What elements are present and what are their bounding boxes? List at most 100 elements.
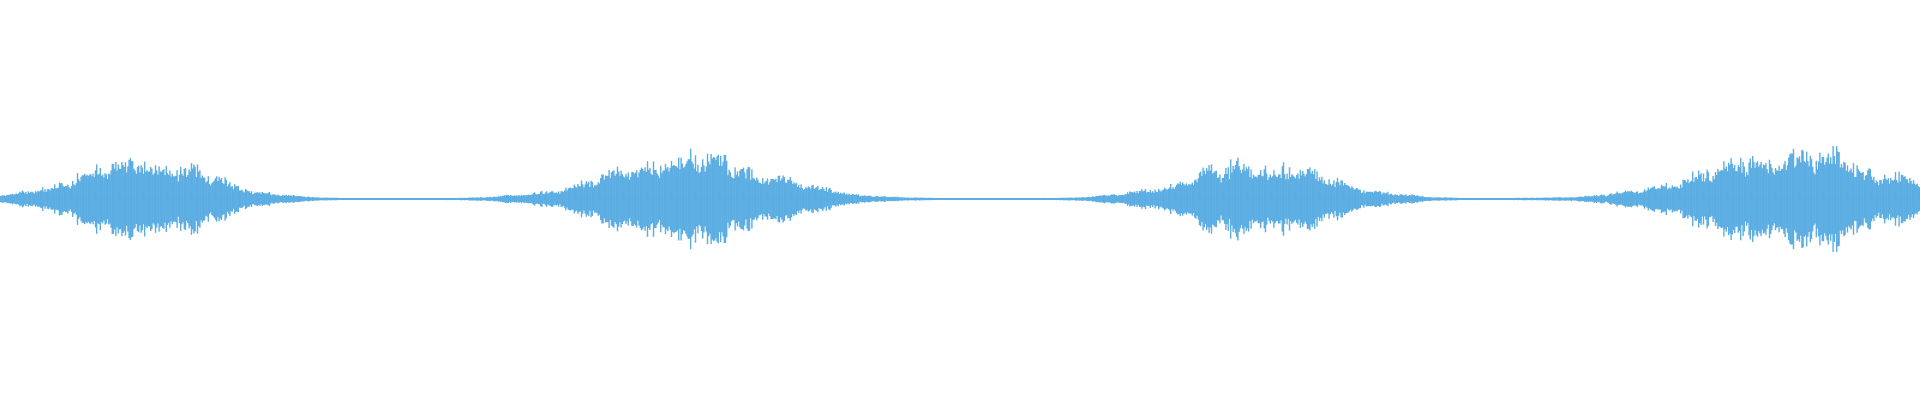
- waveform-sample: [1132, 192, 1135, 206]
- waveform-sample: [704, 171, 706, 227]
- waveform-sample: [90, 174, 92, 224]
- waveform-sample: [1892, 180, 1894, 218]
- waveform-sample: [1405, 194, 1407, 204]
- waveform-sample: [747, 166, 749, 232]
- waveform-sample: [1448, 197, 1450, 201]
- waveform-sample: [1526, 197, 1528, 201]
- waveform-sample: [811, 185, 813, 213]
- waveform-sample: [1783, 164, 1785, 234]
- waveform-sample: [945, 198, 947, 200]
- waveform-sample: [1243, 164, 1245, 234]
- waveform-sample: [1656, 189, 1658, 209]
- waveform-sample: [1159, 190, 1161, 208]
- waveform-sample: [913, 197, 915, 201]
- waveform-sample: [1327, 185, 1329, 214]
- waveform-sample: [288, 195, 290, 203]
- waveform-sample: [381, 198, 383, 200]
- waveform-sample: [1214, 171, 1216, 227]
- waveform-sample: [745, 178, 747, 220]
- waveform-sample: [1852, 163, 1855, 235]
- waveform-sample: [1725, 166, 1727, 232]
- waveform-sample: [921, 197, 923, 201]
- waveform-sample: [1771, 167, 1773, 231]
- waveform-sample: [1828, 163, 1831, 235]
- waveform-sample: [639, 170, 641, 228]
- waveform-sample: [1628, 191, 1630, 207]
- waveform-sample: [58, 182, 61, 216]
- waveform-sample: [1546, 197, 1549, 201]
- waveform-sample: [992, 198, 994, 200]
- waveform-sample: [392, 198, 394, 200]
- waveform-sample: [974, 198, 976, 200]
- waveform-sample: [1455, 197, 1457, 201]
- waveform-sample: [456, 198, 458, 200]
- waveform-sample: [1761, 168, 1763, 230]
- waveform-sample: [1700, 173, 1702, 225]
- waveform-sample: [1639, 193, 1641, 206]
- waveform-sample: [1065, 197, 1067, 201]
- waveform-sample: [162, 170, 164, 228]
- waveform-sample: [1232, 166, 1234, 233]
- waveform-sample: [1402, 195, 1405, 203]
- waveform-sample: [627, 172, 629, 226]
- waveform-sample: [52, 189, 55, 209]
- waveform-sample: [1014, 198, 1016, 200]
- waveform-sample: [1898, 171, 1900, 227]
- waveform-sample: [147, 171, 149, 227]
- waveform-sample: [536, 194, 538, 204]
- waveform-sample: [134, 170, 136, 228]
- waveform-sample: [32, 192, 34, 206]
- waveform-sample: [1021, 198, 1023, 200]
- waveform-sample: [463, 197, 465, 201]
- waveform-sample: [705, 166, 707, 232]
- waveform-sample: [1614, 194, 1616, 204]
- waveform-sample: [604, 175, 607, 223]
- waveform-sample: [1150, 192, 1153, 206]
- waveform-sample: [1626, 192, 1628, 206]
- waveform-sample: [926, 198, 928, 200]
- waveform-sample: [1309, 167, 1311, 231]
- waveform-sample: [1617, 193, 1619, 205]
- waveform-sample: [1148, 192, 1150, 206]
- waveform-sample: [1707, 172, 1709, 226]
- waveform-sample: [1788, 157, 1790, 241]
- waveform-sample: [368, 198, 370, 200]
- waveform-sample: [1090, 197, 1093, 201]
- waveform-sample: [973, 198, 975, 200]
- waveform-sample: [1394, 194, 1396, 204]
- waveform-sample: [666, 168, 668, 230]
- waveform-sample: [1018, 198, 1021, 200]
- waveform-sample: [1251, 178, 1253, 220]
- waveform-sample: [1590, 196, 1592, 202]
- waveform-sample: [1884, 174, 1886, 224]
- waveform-sample: [152, 174, 154, 224]
- waveform-sample: [1110, 195, 1112, 203]
- waveform-sample: [487, 197, 489, 201]
- waveform-sample: [549, 192, 551, 206]
- waveform-sample: [163, 169, 165, 229]
- waveform-sample: [1695, 177, 1697, 221]
- waveform-sample: [1263, 169, 1265, 229]
- waveform-sample: [1052, 198, 1054, 200]
- waveform-sample: [1844, 162, 1846, 236]
- waveform-sample: [1046, 198, 1048, 200]
- waveform-sample: [354, 198, 356, 200]
- waveform-sample: [662, 170, 664, 228]
- waveform-sample: [488, 197, 490, 201]
- waveform-sample: [60, 183, 62, 215]
- waveform-sample: [412, 198, 415, 200]
- waveform-sample: [307, 196, 309, 202]
- waveform-sample: [661, 173, 663, 225]
- waveform-sample: [1837, 151, 1839, 247]
- waveform-sample: [1819, 152, 1821, 246]
- waveform-sample: [128, 160, 130, 238]
- waveform-sample: [723, 154, 725, 243]
- waveform-sample: [279, 195, 281, 203]
- waveform-sample: [663, 170, 665, 228]
- waveform-sample: [1005, 198, 1007, 200]
- waveform-sample: [1870, 176, 1873, 222]
- waveform-sample: [1465, 198, 1467, 200]
- waveform-sample: [1831, 163, 1833, 235]
- waveform-sample: [399, 198, 401, 200]
- waveform-sample: [903, 197, 905, 201]
